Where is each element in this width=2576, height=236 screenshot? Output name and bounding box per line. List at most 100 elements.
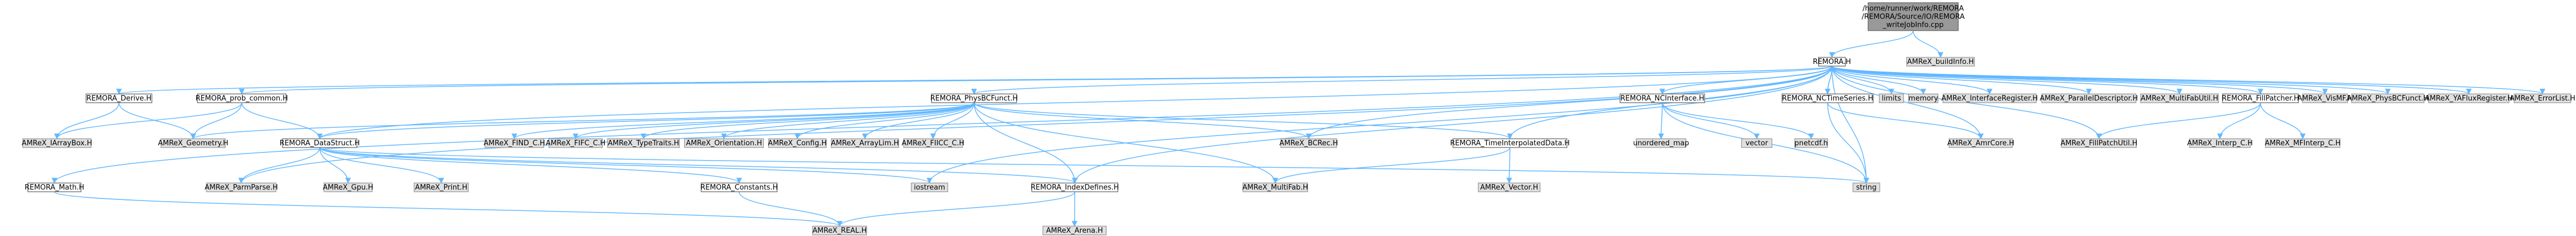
edge-datastruct-to-parmparse: [238, 147, 320, 184]
node-box: [2222, 93, 2299, 103]
edge-remora_h-to-error_list: [1831, 66, 2545, 95]
node-box: [1818, 57, 1846, 67]
node-box: [2514, 93, 2572, 103]
node-arena: AMReX_Arena.H: [1042, 226, 1107, 235]
node-label: AMReX_IArrayBox.H: [22, 139, 92, 148]
node-remora-h[interactable]: REMORA.H: [1813, 57, 1851, 67]
node-label: AMReX_FillPatchUtil.H: [2060, 139, 2137, 148]
edge-remora_h-to-math: [51, 66, 1832, 184]
node-fifc-c: AMReX_FIFC_C.H: [546, 138, 605, 148]
node-box: [1948, 138, 2013, 148]
node-label: AMReX_FIFC_C.H: [546, 139, 605, 148]
node-label: AMReX_BCRec.H: [1280, 139, 1338, 148]
node-box: [206, 182, 276, 192]
node-box: [22, 138, 92, 148]
edge-nc_interface-to-vector: [1661, 102, 1760, 140]
node-box: [27, 182, 81, 192]
node-multifab-util: AMReX_MultiFabUtil.H: [2140, 93, 2219, 103]
edge-nc_timeseries-to-remora_h: [1827, 65, 1835, 95]
node-label: AMReX_YAFluxRegister.H: [2425, 95, 2513, 103]
node-label: AMReX_Print.H: [415, 184, 468, 192]
edge-nc_interface-to-pnetcdf: [1661, 102, 1814, 140]
edge-remora_h-to-multifab_util: [1831, 66, 2183, 95]
node-memory: memory: [1908, 93, 1938, 103]
node-label: REMORA_NCTimeSeries.H: [1782, 95, 1873, 103]
node-box: [1867, 2, 1959, 31]
node-math[interactable]: REMORA_Math.H: [25, 182, 84, 192]
edge-prob_common-to-datastruct: [241, 102, 323, 140]
node-box: [2140, 93, 2219, 103]
node-fillpatch-util: AMReX_FillPatchUtil.H: [2060, 138, 2137, 148]
node-label: pnetcdf.h: [1795, 139, 1828, 148]
node-label: AMReX_ParmParse.H: [204, 184, 278, 192]
node-amrex-physbcfunct: AMReX_PhysBCFunct.H: [2347, 93, 2428, 103]
node-label: REMORA_TimeInterpolatedData.H: [1450, 139, 1570, 148]
node-label: AMReX_FIICC_C.H: [901, 139, 964, 148]
node-label: AMReX_Config.H: [768, 139, 827, 148]
node-box: [1741, 138, 1772, 148]
node-box: [2189, 138, 2251, 148]
node-limits: limits: [1879, 93, 1904, 103]
edge-remora_h-to-physbcfunct: [971, 66, 1832, 95]
node-box: [1031, 182, 1118, 192]
node-label: REMORA_prob_common.H: [196, 95, 288, 103]
edge-remora_h-to-interface_register: [1831, 66, 1993, 95]
edge-remora_h-to-index_defines: [1072, 66, 1832, 184]
node-bcrec: AMReX_BCRec.H: [1280, 138, 1338, 148]
node-box: [2265, 138, 2341, 148]
node-label: REMORA_FillPatcher.H: [2222, 95, 2300, 103]
node-label: AMReX_MultiFab.H: [1242, 184, 1308, 192]
node-box: [1906, 57, 1975, 67]
node-label: string: [1856, 184, 1876, 192]
node-nc-interface[interactable]: REMORA_NCInterface.H: [1619, 93, 1705, 103]
node-datastruct[interactable]: REMORA_DataStruct.H: [280, 138, 360, 148]
node-label: AMReX_Gpu.H: [323, 184, 373, 192]
node-parallel-descriptor: AMReX_ParallelDescriptor.H: [2040, 93, 2138, 103]
edge-remora_h-to-bcrec: [1306, 66, 1832, 140]
node-parmparse: AMReX_ParmParse.H: [204, 182, 278, 192]
node-box: [1782, 93, 1874, 103]
node-time-interp[interactable]: REMORA_TimeInterpolatedData.H: [1450, 138, 1570, 148]
node-box: [2302, 93, 2348, 103]
node-box: [1636, 138, 1687, 148]
edge-physbcfunct-to-arraylim: [862, 102, 975, 140]
node-print: AMReX_Print.H: [414, 182, 469, 192]
edge-remora_h-to-datastruct: [317, 66, 1832, 140]
node-interface-register: AMReX_InterfaceRegister.H: [1942, 93, 2038, 103]
node-box: [1280, 138, 1337, 148]
edge-datastruct-to-string: [319, 147, 1869, 184]
node-root[interactable]: /home/runner/work/REMORA/REMORA/Source/I…: [1862, 2, 1965, 31]
node-derive[interactable]: REMORA_Derive.H: [85, 93, 152, 103]
edge-prob_common-to-iarraybox: [54, 102, 243, 140]
node-box: [812, 226, 868, 235]
edge-math-to-real: [54, 191, 842, 227]
node-box: [1452, 138, 1567, 148]
node-yaflux-register: AMReX_YAFluxRegister.H: [2425, 93, 2513, 103]
node-label: _writeJobInfo.cpp: [1882, 21, 1943, 30]
edge-index_defines-to-real: [836, 191, 1076, 227]
node-find-c: AMReX_FIND_C.H: [484, 138, 545, 148]
node-box: [1908, 93, 1938, 103]
node-physbcfunct[interactable]: REMORA_PhysBCFunct.H: [930, 93, 1018, 103]
node-nc-timeseries[interactable]: REMORA_NCTimeSeries.H: [1782, 93, 1874, 103]
edge-remora_h-to-parallel_descriptor: [1831, 66, 2092, 95]
node-box: [1242, 182, 1308, 192]
edge-time_interp-to-multifab: [1272, 147, 1511, 184]
node-box: [700, 182, 778, 192]
node-index-defines[interactable]: REMORA_IndexDefines.H: [1031, 182, 1119, 192]
node-vismf: AMReX_VisMF.H: [2297, 93, 2353, 103]
node-label: AMReX_Interp_C.H: [2187, 139, 2253, 148]
edge-remora_h-to-iostream: [927, 66, 1832, 184]
node-label: vector: [1746, 139, 1769, 148]
node-arraylim: AMReX_ArrayLim.H: [830, 138, 899, 148]
node-fillpatcher[interactable]: REMORA_FillPatcher.H: [2222, 93, 2300, 103]
edge-datastruct-to-index_defines: [319, 147, 1078, 184]
node-box: [1478, 182, 1541, 192]
node-layer: /home/runner/work/REMORA/REMORA/Source/I…: [22, 2, 2575, 235]
node-label: REMORA_Constants.H: [700, 184, 778, 192]
node-label: AMReX_Arena.H: [1046, 227, 1103, 235]
node-prob-common[interactable]: REMORA_prob_common.H: [196, 93, 288, 103]
node-constants[interactable]: REMORA_Constants.H: [700, 182, 778, 192]
node-label: AMReX_Geometry.H: [158, 139, 228, 148]
edge-remora_h-to-parmparse: [238, 66, 1832, 184]
